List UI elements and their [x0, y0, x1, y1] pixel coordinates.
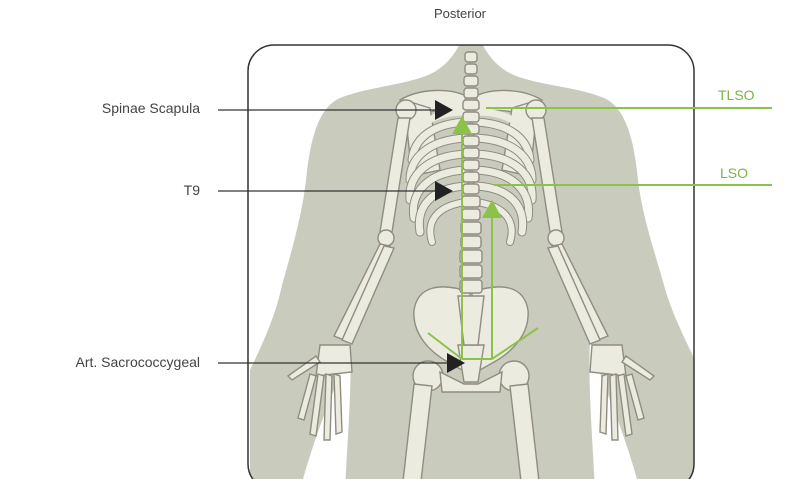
skeleton-illustration: [0, 0, 788, 479]
anatomy-diagram: Posterior Spinae Scapula T9 Art. Sacroco…: [0, 0, 788, 479]
